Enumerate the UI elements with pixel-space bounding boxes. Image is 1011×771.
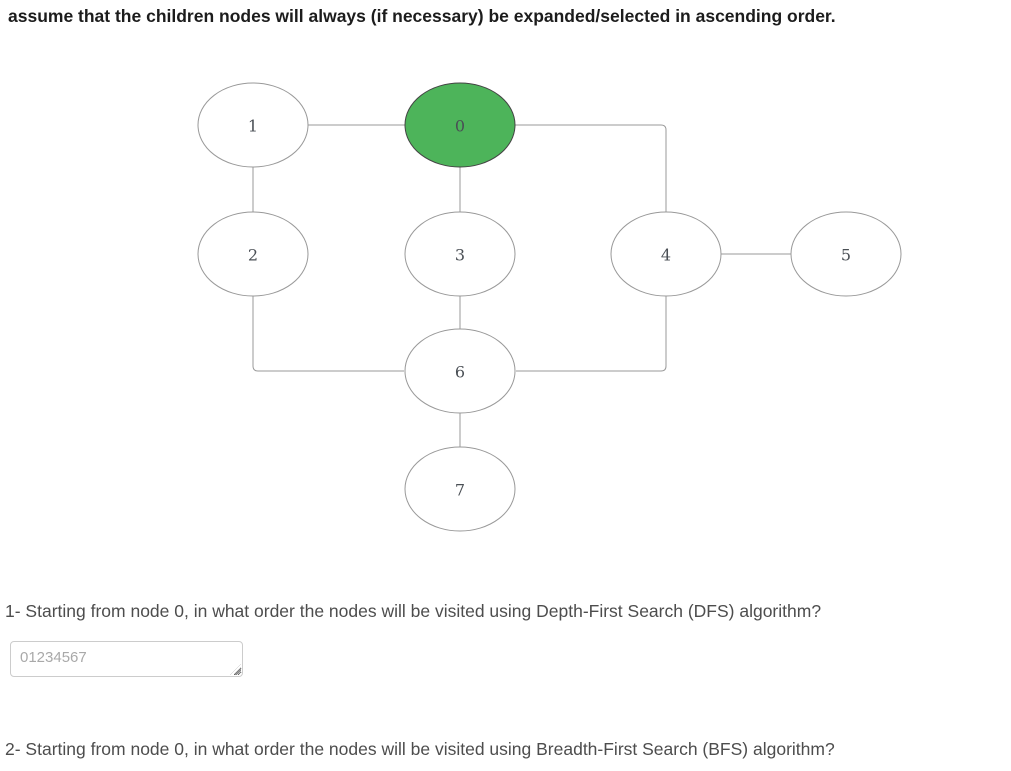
graph-node-label-2: 2: [248, 246, 258, 265]
graph-node-label-3: 3: [455, 246, 465, 265]
graph-node-label-4: 4: [661, 246, 671, 265]
graph-node-label-1: 1: [248, 117, 258, 136]
graph-edge-6-4: [516, 296, 667, 372]
graph-node-3[interactable]: [404, 211, 516, 297]
graph-node-6[interactable]: [404, 328, 516, 414]
graph-node-7[interactable]: [404, 446, 516, 532]
graph-node-4[interactable]: [610, 211, 722, 297]
instruction-text: assume that the children nodes will alwa…: [8, 6, 836, 26]
graph-diagram: 1 0 2 3 4 5 6 7: [197, 82, 902, 532]
graph-node-label-5: 5: [841, 246, 851, 265]
graph-node-label-0: 0: [455, 117, 465, 136]
graph-edge-2-6: [252, 296, 404, 372]
graph-edge-0-4: [515, 124, 667, 212]
graph-node-2[interactable]: [197, 211, 309, 297]
graph-node-0[interactable]: [404, 82, 516, 168]
graph-node-5[interactable]: [790, 211, 902, 297]
graph-node-1[interactable]: [197, 82, 309, 168]
question-1-text: 1- Starting from node 0, in what order t…: [5, 601, 822, 621]
question-2-text: 2- Starting from node 0, in what order t…: [5, 739, 835, 759]
dfs-answer-input[interactable]: [10, 641, 243, 677]
graph-node-label-7: 7: [455, 481, 465, 500]
graph-node-label-6: 6: [455, 363, 465, 382]
